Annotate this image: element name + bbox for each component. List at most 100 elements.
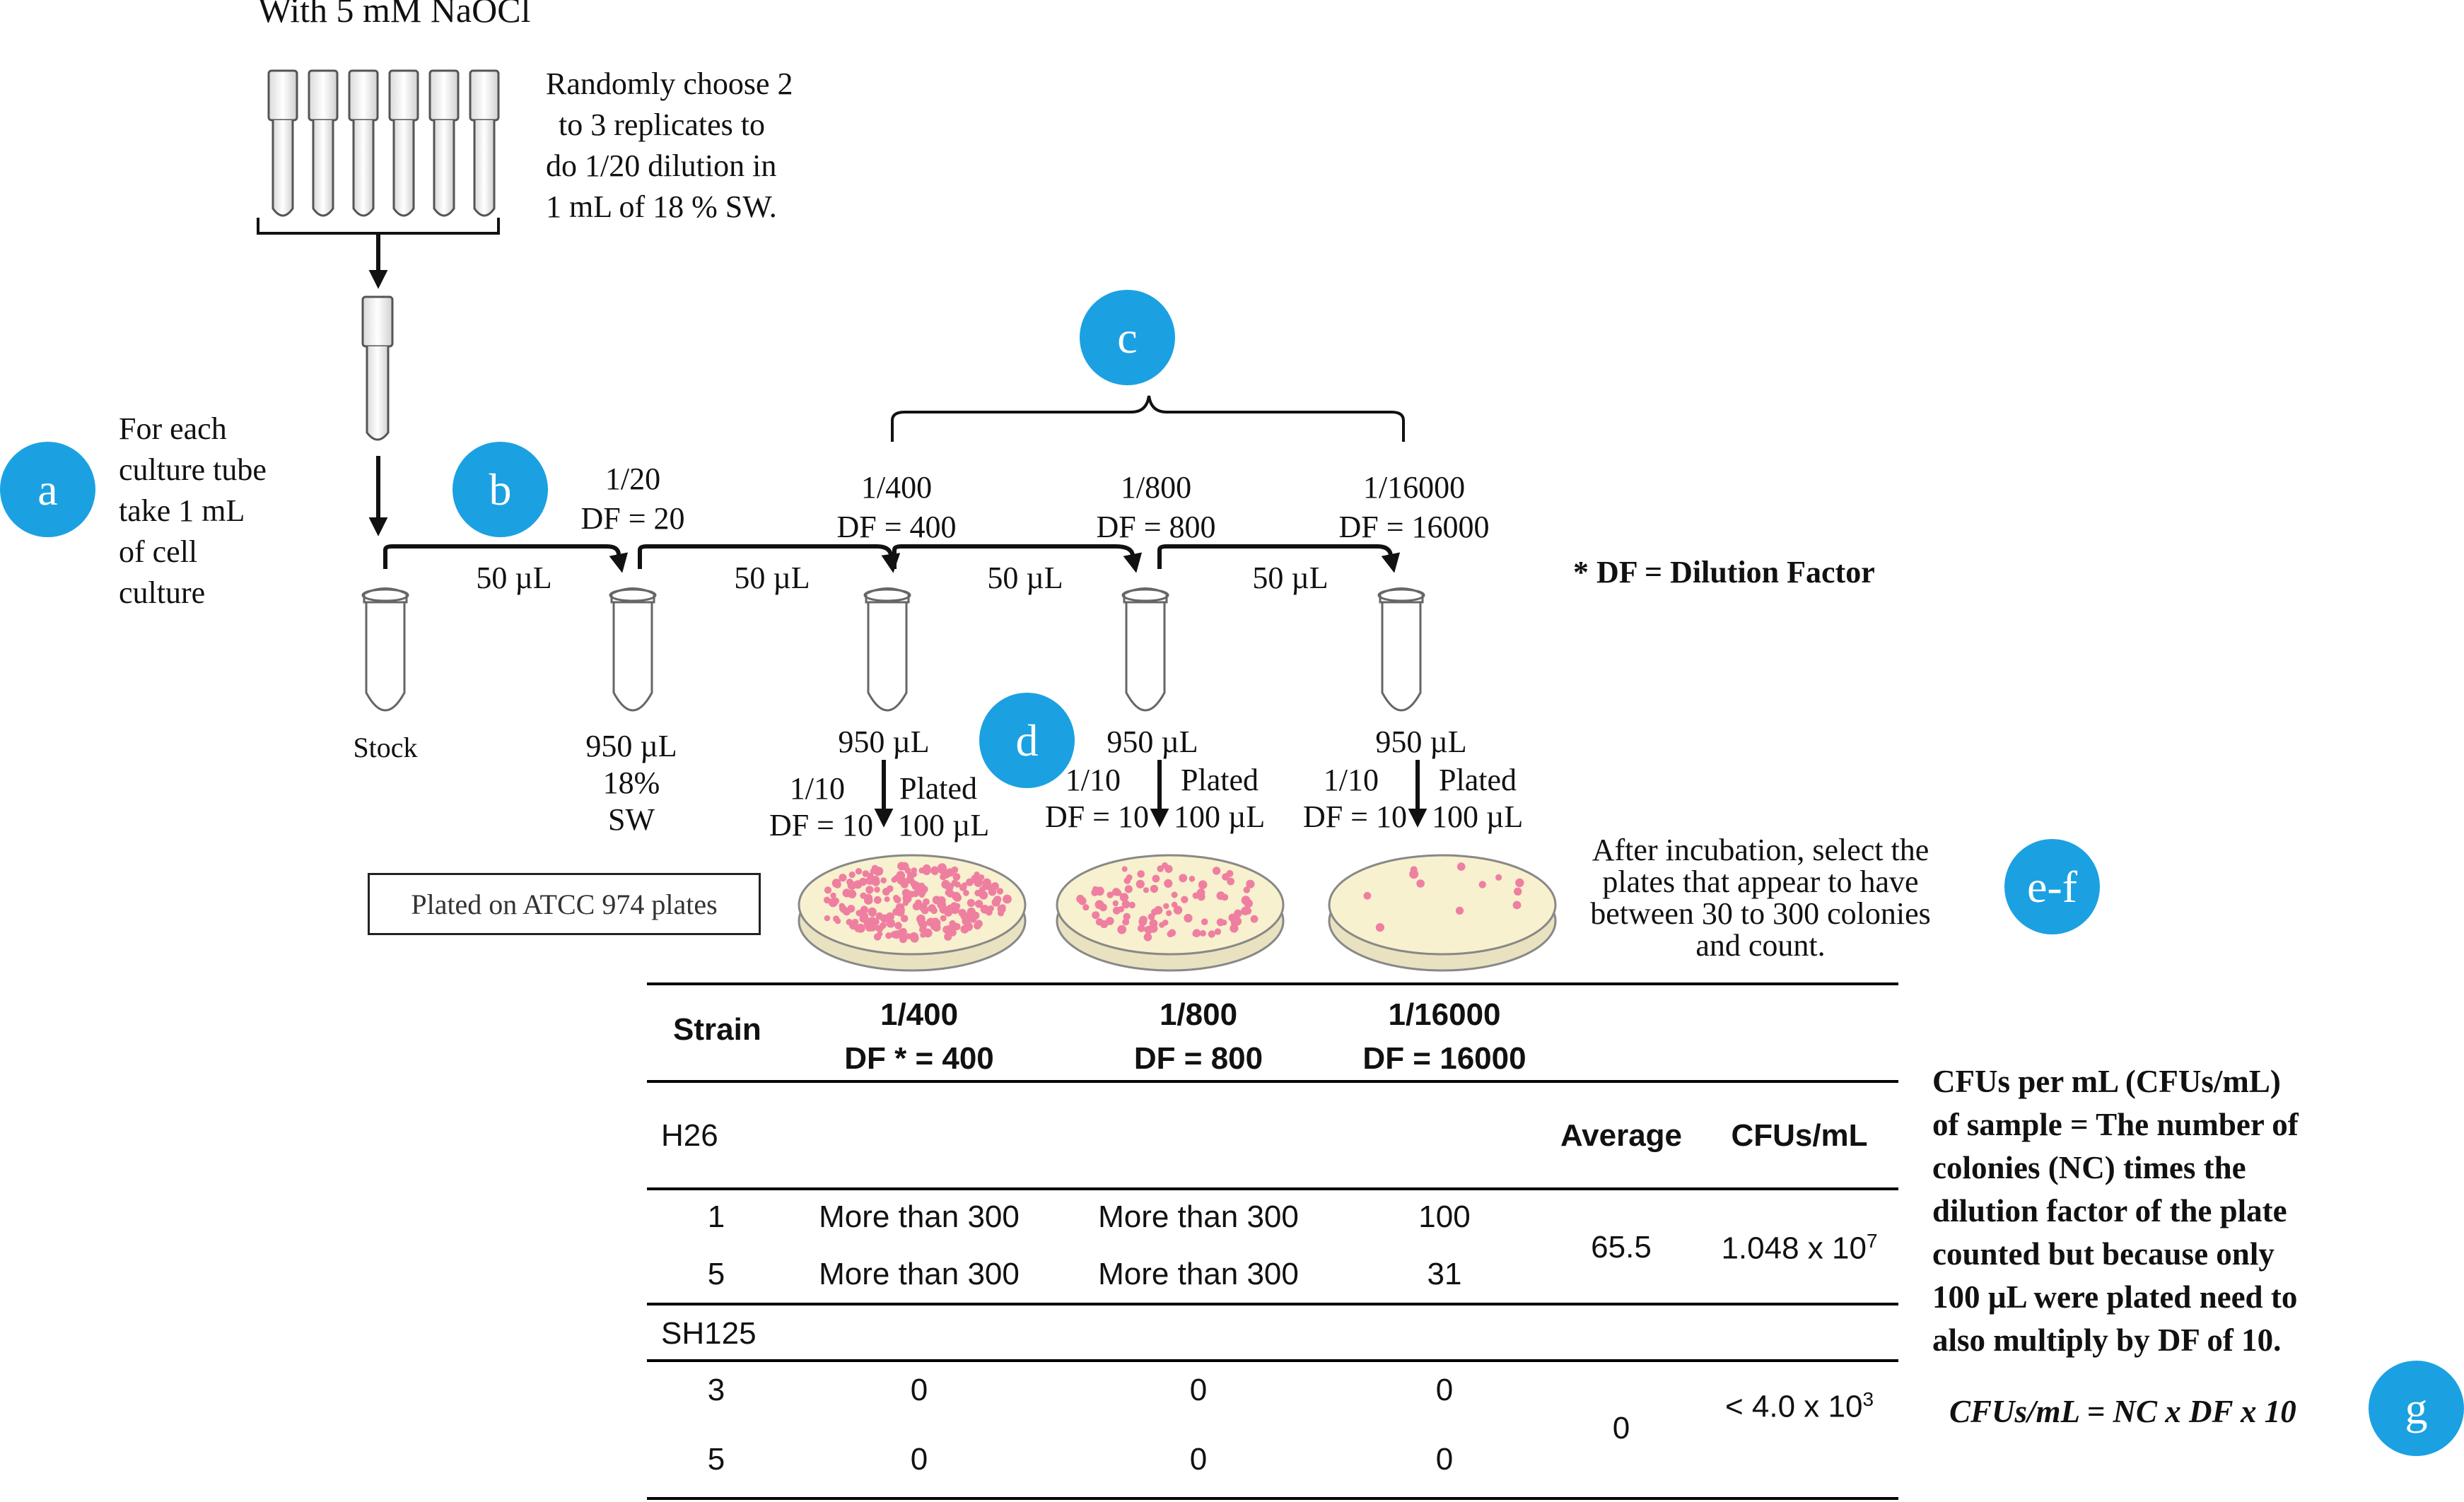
colony xyxy=(856,923,865,933)
plating-ratio: 1/10 xyxy=(1065,763,1121,797)
colony xyxy=(979,874,985,881)
instruction-line: do 1/20 dilution in xyxy=(546,148,777,183)
colony xyxy=(1244,899,1253,908)
plating-factor: DF = 10 xyxy=(769,808,873,843)
colony xyxy=(1128,901,1135,909)
colony xyxy=(1166,910,1172,917)
colony xyxy=(1478,881,1486,888)
table-cell-cfus: < 4.0 x 103 xyxy=(1725,1388,1874,1425)
note-line: plates that appear to have xyxy=(1602,864,1919,899)
table-cell-id: 5 xyxy=(707,1257,725,1291)
plated-volume: 100 µL xyxy=(1174,799,1266,834)
colony xyxy=(885,912,894,921)
colony xyxy=(1106,917,1114,925)
colony xyxy=(906,872,914,879)
cfus-base: 1.048 x 10 xyxy=(1721,1231,1867,1266)
transfer-volume-3: 50 µL xyxy=(987,561,1063,595)
colony xyxy=(1416,879,1425,888)
colony xyxy=(1198,880,1208,889)
colony xyxy=(873,896,882,904)
table-cell: 0 xyxy=(1435,1442,1454,1477)
table-cell: 0 xyxy=(1189,1373,1208,1407)
colony xyxy=(1179,874,1188,883)
colony xyxy=(960,912,969,921)
colony xyxy=(885,932,892,939)
instruction-line: culture xyxy=(119,575,206,610)
colony xyxy=(932,869,938,876)
plated-label: Plated xyxy=(1181,763,1259,797)
microtube-2 xyxy=(863,587,911,712)
colony xyxy=(851,918,859,926)
colony xyxy=(865,924,873,932)
colony xyxy=(1149,919,1158,928)
colony xyxy=(872,917,880,926)
plating-df-3: 1/10 DF = 10 xyxy=(1301,762,1407,835)
badge-a: a xyxy=(0,442,95,537)
colony xyxy=(1456,862,1466,871)
culture-tube xyxy=(308,69,339,217)
colony xyxy=(974,878,983,887)
dilution-factor: DF = 20 xyxy=(580,501,685,536)
petri-plate-2 xyxy=(1056,854,1285,972)
header-cfus: CFUs/mL xyxy=(1731,1118,1868,1153)
header-average: Average xyxy=(1560,1118,1683,1153)
microtube-4 xyxy=(1377,587,1425,712)
badge-d: d xyxy=(979,693,1075,788)
colony xyxy=(1208,930,1216,938)
colony xyxy=(1184,913,1193,923)
transfer-arrow-2 xyxy=(638,544,901,573)
tube-diluent: SW xyxy=(607,802,655,837)
colony xyxy=(1246,879,1255,888)
colony xyxy=(1124,885,1133,893)
plated-volume: 100 µL xyxy=(1432,799,1524,834)
colony xyxy=(839,905,848,913)
culture-tube xyxy=(348,69,379,217)
instruction-line: to 3 replicates to xyxy=(559,107,766,142)
colony xyxy=(1512,900,1522,910)
colony xyxy=(909,932,919,941)
colony xyxy=(1515,878,1524,888)
plating-ratio: 1/10 xyxy=(789,771,845,806)
colony xyxy=(853,880,863,889)
colony xyxy=(1514,887,1522,896)
table-cell-cfus: 1.048 x 107 xyxy=(1721,1230,1877,1267)
colony xyxy=(963,890,969,896)
transfer-volume-4: 50 µL xyxy=(1252,561,1329,595)
colony xyxy=(830,892,836,899)
colony xyxy=(824,886,832,894)
colony xyxy=(871,877,880,886)
colony xyxy=(846,918,853,926)
dilution-ratio: 1/20 xyxy=(605,462,661,496)
colony xyxy=(1162,920,1169,926)
transfer-arrow-1 xyxy=(383,544,629,573)
colony xyxy=(979,891,988,900)
dilution-label-2: 1/400 DF = 400 xyxy=(836,468,956,547)
colony xyxy=(1212,867,1221,875)
instruction-line: 1 mL of 18 % SW. xyxy=(546,189,777,224)
table-cell: More than 300 xyxy=(819,1257,1020,1291)
colony xyxy=(1455,906,1464,915)
colony xyxy=(980,905,990,914)
colony xyxy=(1363,891,1372,900)
colony xyxy=(874,886,880,893)
colony xyxy=(959,884,967,891)
instruction-line: For each xyxy=(119,411,227,446)
colony xyxy=(939,905,948,914)
colony xyxy=(1243,886,1251,893)
colony xyxy=(1122,918,1130,926)
colony xyxy=(901,888,911,898)
table-rule-h26 xyxy=(647,1187,1898,1190)
colony xyxy=(828,898,838,908)
colony xyxy=(1250,915,1259,923)
colony xyxy=(833,880,841,888)
explanation-line: also multiply by DF of 10. xyxy=(1932,1322,2282,1358)
colony xyxy=(884,896,890,903)
colony xyxy=(894,896,901,903)
colony xyxy=(865,886,874,894)
colony xyxy=(1410,866,1418,874)
colony xyxy=(1181,896,1189,903)
colony xyxy=(1227,877,1234,886)
note-line: and count. xyxy=(1695,928,1826,963)
header-ratio: 1/400 xyxy=(880,997,959,1032)
